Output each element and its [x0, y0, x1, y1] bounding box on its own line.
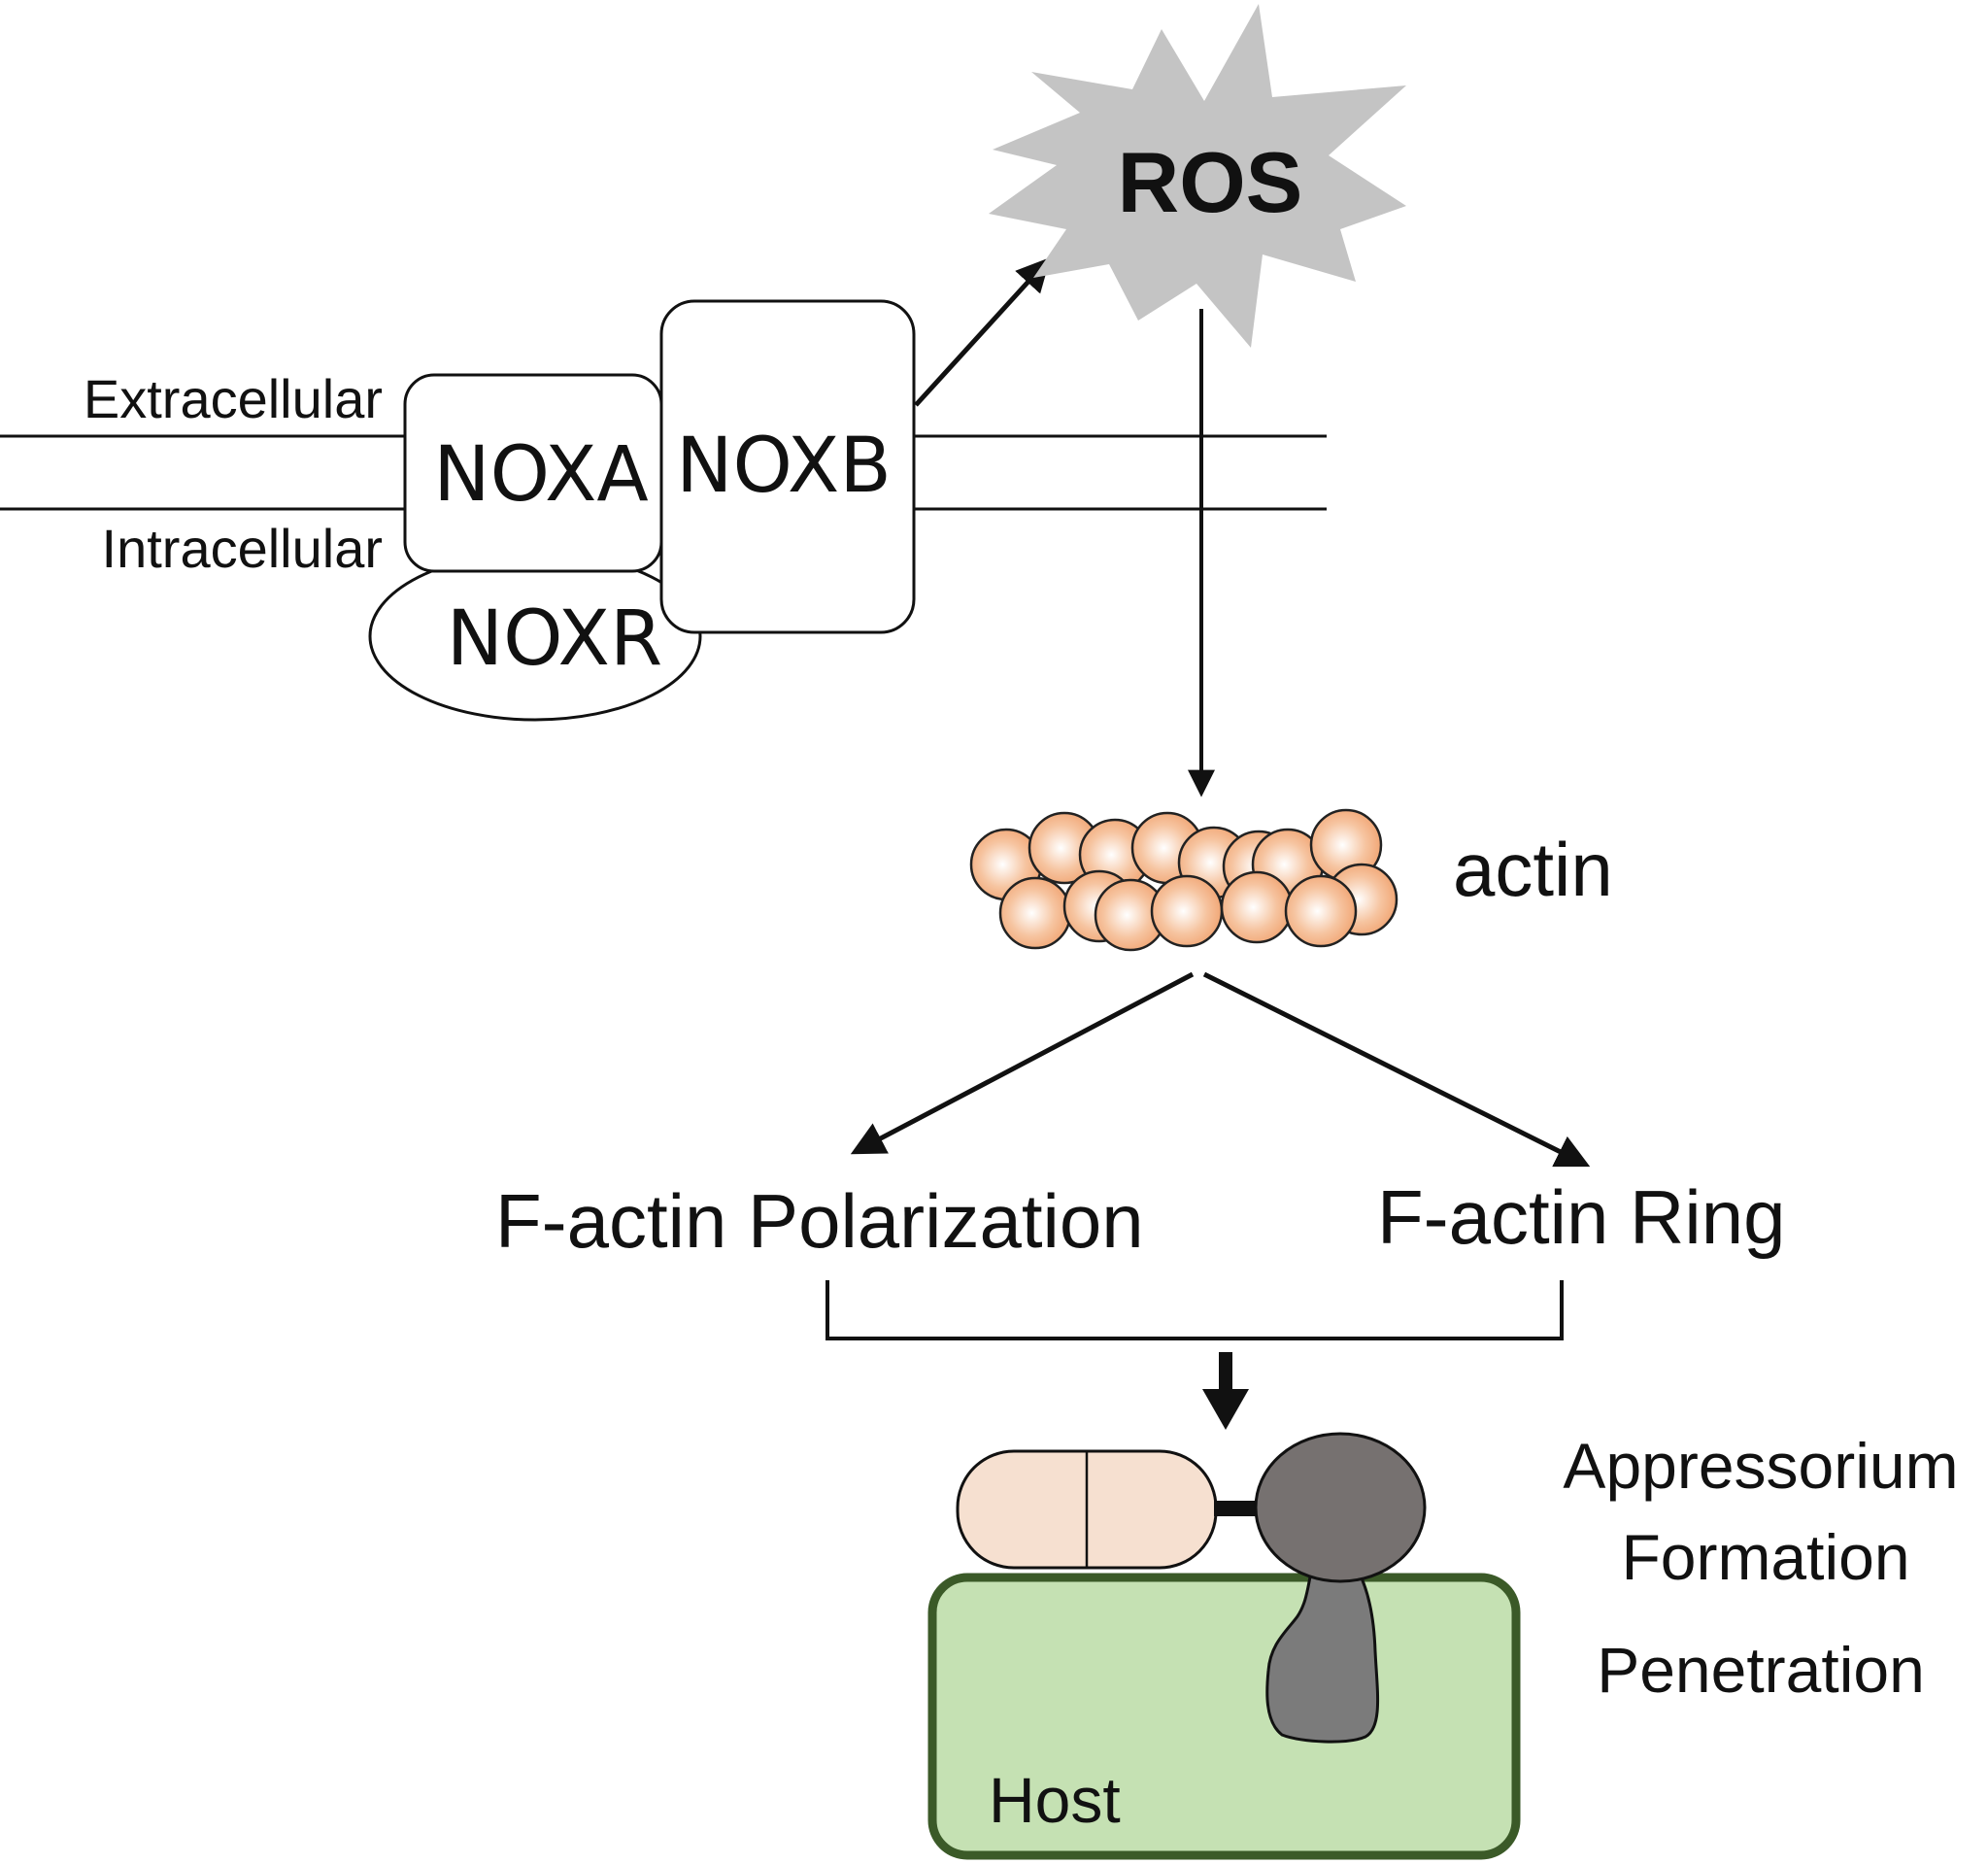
arrow-actin-to-polarization [850, 971, 1195, 1155]
outcomes-bracket [826, 1280, 1564, 1340]
actin-bead [1220, 870, 1294, 944]
noxb-protein: NOXB [659, 299, 916, 634]
arrow-actin-to-ring [1202, 971, 1591, 1168]
intracellular-label: Intracellular [102, 518, 383, 579]
appressorium [1254, 1432, 1427, 1583]
actin-filament [969, 808, 1398, 952]
arrow-to-appressorium [1202, 1352, 1249, 1430]
f-actin-ring-label: F-actin Ring [1377, 1174, 1785, 1260]
cell-membrane [0, 434, 1327, 511]
appressorium-label: Appressorium [1563, 1430, 1958, 1502]
penetration-peg [1265, 1537, 1380, 1744]
arrow-noxb-to-ros [914, 256, 1051, 407]
penetration-label: Penetration [1597, 1634, 1925, 1706]
actin-bead [1150, 874, 1224, 948]
noxb-label: NOXB [676, 423, 892, 510]
actin-label: actin [1453, 827, 1613, 912]
actin-bead [998, 876, 1072, 950]
noxr-label: NOXR [447, 595, 662, 683]
noxa-protein: NOXA [403, 373, 663, 573]
germ-tube-connector [1214, 1501, 1261, 1516]
actin-bead [1284, 874, 1358, 948]
ros-burst: ROS [989, 4, 1406, 348]
host-label: Host [989, 1764, 1121, 1836]
ros-label: ROS [1118, 134, 1303, 230]
noxr-protein: NOXR [368, 551, 702, 722]
spore [956, 1449, 1218, 1570]
extracellular-label: Extracellular [84, 368, 383, 429]
formation-label: Formation [1621, 1521, 1909, 1593]
host-cell: Host [927, 1573, 1521, 1860]
noxa-label: NOXA [433, 431, 649, 519]
f-actin-polarization-label: F-actin Polarization [495, 1178, 1144, 1264]
